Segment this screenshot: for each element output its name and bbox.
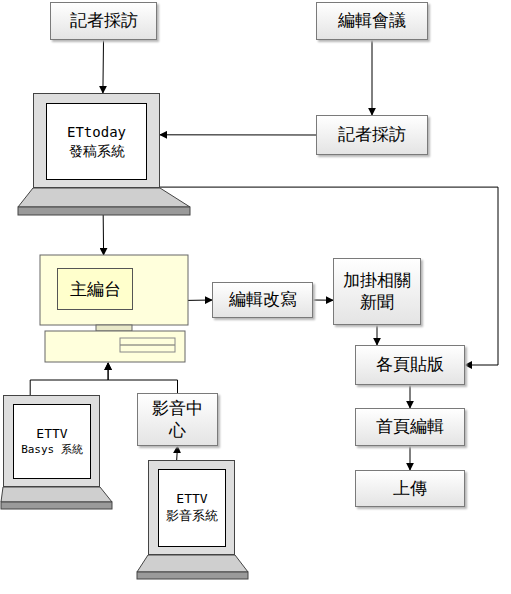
desktop-case bbox=[45, 331, 185, 362]
flow-arrow bbox=[30, 363, 108, 395]
node-label: ETtoday bbox=[67, 123, 126, 141]
node-label: 首頁編輯 bbox=[376, 416, 444, 437]
flow-arrow bbox=[313, 300, 333, 301]
node-label: 主編台 bbox=[70, 278, 121, 301]
process-box: 影音中心 bbox=[137, 393, 218, 446]
laptop-base bbox=[1, 487, 112, 502]
node-label: 記者採訪 bbox=[338, 124, 406, 145]
node-label: 發稿系統 bbox=[69, 142, 125, 160]
desk-computer: 主編台 bbox=[40, 255, 188, 363]
laptop-front bbox=[1, 502, 112, 509]
node-label: 編輯會議 bbox=[338, 10, 406, 31]
monitor-screen: 主編台 bbox=[57, 268, 133, 310]
node-label: 上傳 bbox=[393, 478, 427, 499]
process-box: 編輯改寫 bbox=[212, 282, 313, 318]
monitor-bezel bbox=[40, 255, 188, 325]
drive-bay bbox=[120, 338, 175, 352]
process-box: 上傳 bbox=[355, 470, 465, 507]
node-label: ETTV bbox=[36, 426, 67, 443]
flow-arrow bbox=[188, 300, 212, 301]
node-label: 加掛相關 新聞 bbox=[342, 270, 412, 313]
node-label: 影音系統 bbox=[166, 508, 218, 525]
flow-arrow bbox=[108, 363, 177, 393]
screen-panel: ETtoday發稿系統 bbox=[46, 103, 147, 180]
flow-arrow bbox=[176, 446, 178, 460]
laptop-base bbox=[18, 188, 190, 207]
laptop-base bbox=[137, 555, 248, 572]
node-label: 編輯改寫 bbox=[229, 289, 297, 310]
laptop-screen: ETtoday發稿系統 bbox=[33, 93, 160, 188]
screen-panel: ETTV影音系統 bbox=[158, 469, 226, 547]
laptop-front bbox=[137, 572, 248, 579]
node-label: 記者採訪 bbox=[70, 10, 138, 31]
laptop-front bbox=[18, 207, 190, 215]
process-box: 編輯會議 bbox=[316, 2, 428, 40]
flow-arrow bbox=[372, 40, 373, 115]
flow-arrow bbox=[410, 446, 411, 470]
flow-arrow bbox=[377, 325, 378, 345]
process-box: 記者採訪 bbox=[50, 2, 157, 40]
laptop-screen: ETTV影音系統 bbox=[148, 460, 235, 555]
node-label: ETTV bbox=[176, 491, 207, 508]
node-label: 各頁貼版 bbox=[376, 354, 444, 375]
flow-arrow bbox=[160, 134, 316, 135]
process-box: 加掛相關 新聞 bbox=[333, 258, 421, 325]
flow-arrow bbox=[160, 187, 498, 365]
monitor-stand bbox=[96, 325, 132, 331]
flow-arrow bbox=[410, 385, 411, 408]
flow-arrow bbox=[102, 40, 104, 93]
laptop-screen: ETTVBasys 系統 bbox=[3, 395, 100, 487]
process-box: 首頁編輯 bbox=[355, 408, 465, 446]
drive-slot bbox=[120, 345, 175, 346]
node-label: 影音中心 bbox=[146, 398, 209, 441]
screen-panel: ETTVBasys 系統 bbox=[13, 404, 91, 479]
process-box: 各頁貼版 bbox=[355, 345, 465, 385]
node-label: Basys 系統 bbox=[21, 443, 83, 457]
process-box: 記者採訪 bbox=[316, 115, 428, 155]
